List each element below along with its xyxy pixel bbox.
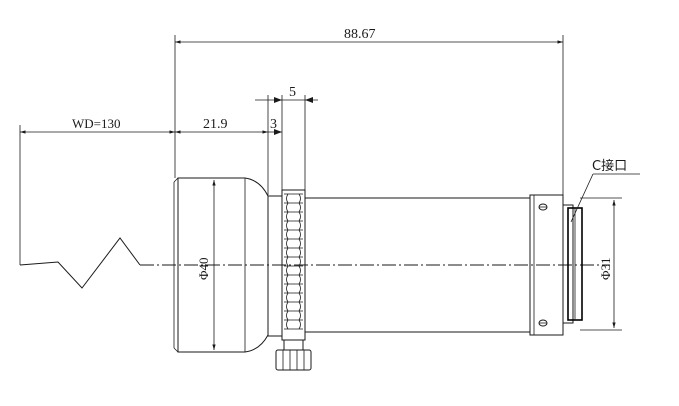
front-length-label: 21.9	[203, 117, 228, 132]
total-length-label: 88.67	[344, 27, 376, 42]
working-distance-label: WD=130	[72, 116, 121, 131]
dimension-ring-offset: 3	[268, 117, 282, 135]
mount-callout-label: C接口	[592, 158, 627, 174]
dimension-mount-diameter: Φ31	[598, 200, 616, 328]
collar-screw-top	[538, 203, 548, 211]
extension-lines	[19, 35, 622, 331]
knurl-pattern	[284, 193, 303, 330]
dimension-working-distance: WD=130	[20, 116, 175, 134]
dimension-front-diameter: Φ40	[196, 180, 216, 350]
ring-width-label: 5	[289, 85, 296, 100]
dimension-total-length: 88.67	[175, 27, 563, 44]
dimension-ring-width: 5	[255, 85, 318, 103]
front-diameter-label: Φ40	[196, 257, 211, 280]
dimension-front-length: 21.9	[175, 117, 268, 134]
locking-screw	[275, 339, 312, 371]
working-distance-break-line	[19, 237, 141, 289]
c-mount-thread	[562, 204, 583, 324]
collar-screw-bottom	[538, 319, 548, 327]
mount-diameter-label: Φ31	[598, 257, 613, 280]
mount-callout: C接口	[570, 158, 640, 223]
ring-offset-label: 3	[270, 117, 277, 132]
